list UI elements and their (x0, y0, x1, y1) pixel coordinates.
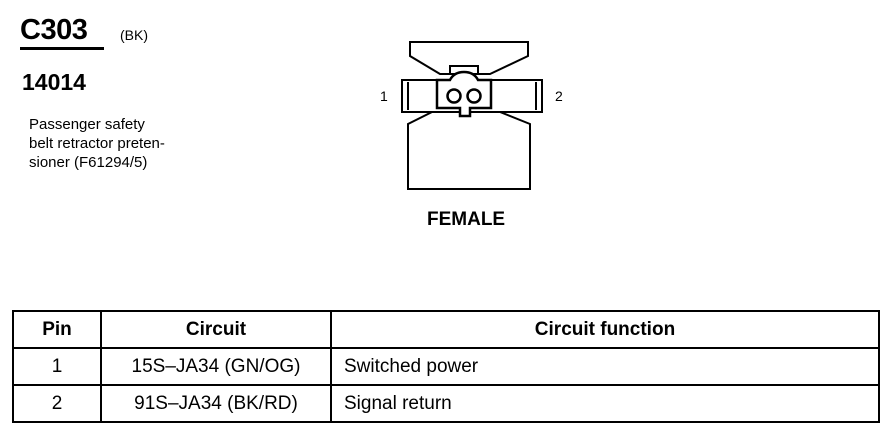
description-line: sioner (F61294/5) (29, 154, 148, 171)
pinout-table: Pin Circuit Circuit function 1 15S–JA34 … (12, 310, 880, 423)
part-number: 14014 (22, 69, 86, 95)
table-row: 1 15S–JA34 (GN/OG) Switched power (12, 347, 880, 386)
connector-id: C303 (20, 14, 88, 46)
connector-color-code: (BK) (120, 27, 148, 43)
connector-description: Passenger safety belt retractor preten- … (29, 115, 165, 172)
table-header-row: Pin Circuit Circuit function (12, 310, 880, 349)
column-header-function: Circuit function (330, 310, 880, 349)
connector-latch (449, 65, 479, 74)
terminal-block (435, 70, 493, 118)
pin-label-right: 2 (555, 88, 563, 104)
connector-gender-label: FEMALE (427, 209, 506, 230)
connector-lower-housing (407, 107, 531, 190)
pin-label-left: 1 (380, 88, 388, 104)
circuit-cell: 91S–JA34 (BK/RD) (100, 384, 332, 423)
terminal-1-cavity (446, 88, 462, 104)
column-header-pin: Pin (12, 310, 102, 349)
description-line: belt retractor preten- (29, 135, 165, 152)
table-row: 2 91S–JA34 (BK/RD) Signal return (12, 384, 880, 423)
column-header-circuit: Circuit (100, 310, 332, 349)
connector-face-diagram (401, 41, 543, 190)
function-cell: Switched power (330, 347, 880, 386)
pin-cell: 2 (12, 384, 102, 423)
connector-id-underline (20, 47, 104, 50)
pin-cell: 1 (12, 347, 102, 386)
description-line: Passenger safety (29, 116, 145, 133)
function-cell: Signal return (330, 384, 880, 423)
circuit-cell: 15S–JA34 (GN/OG) (100, 347, 332, 386)
connector-upper-housing (409, 41, 529, 75)
terminal-2-cavity (466, 88, 482, 104)
